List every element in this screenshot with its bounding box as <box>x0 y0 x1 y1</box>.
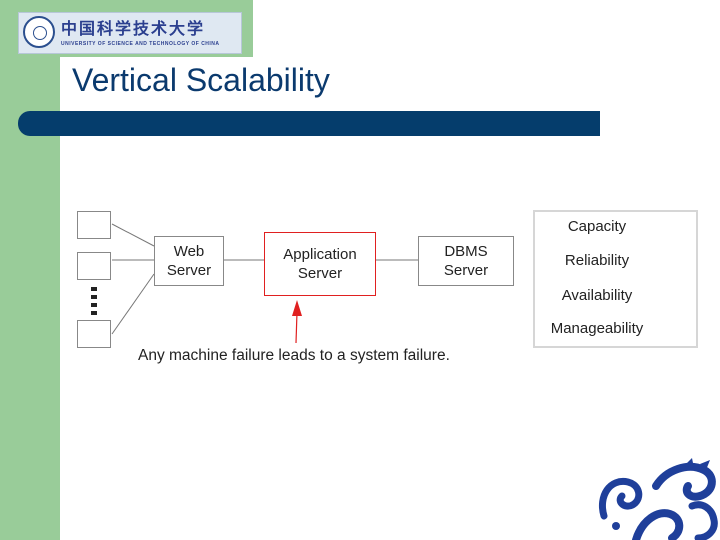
dragon-emblem-icon <box>599 458 718 540</box>
client-machine-3 <box>77 320 111 348</box>
left-sidebar-band <box>0 0 60 540</box>
client-machine-1 <box>77 211 111 239</box>
failure-caption: Any machine failure leads to a system fa… <box>138 347 450 364</box>
failure-arrow-shaft <box>295 311 298 344</box>
client1-connector <box>111 223 155 247</box>
logo-chinese-name: 中国科学技术大学 <box>61 19 206 38</box>
dbms-server-box: DBMS Server <box>418 236 514 286</box>
app-server-label-2: Server <box>297 265 343 282</box>
client3-connector <box>111 273 155 335</box>
web-server-label-2: Server <box>166 262 212 279</box>
quality-label-reliability: Reliability <box>564 252 630 269</box>
app-server-label-1: Application <box>283 246 357 263</box>
quality-label-capacity: Capacity <box>567 218 627 235</box>
dbms-server-label-2: Server <box>443 262 489 279</box>
quality-label-availability: Availability <box>561 287 633 304</box>
web-server-label-1: Web <box>173 243 205 260</box>
university-seal-icon <box>23 16 55 48</box>
qualities-panel <box>533 210 698 348</box>
university-logo: 中国科学技术大学 UNIVERSITY OF SCIENCE AND TECHN… <box>18 12 242 54</box>
title-underline-bar <box>18 111 600 136</box>
failure-arrowhead <box>292 300 302 316</box>
ellipsis-dots <box>91 287 97 315</box>
slide-title: Vertical Scalability <box>72 62 330 98</box>
logo-english-name: UNIVERSITY OF SCIENCE AND TECHNOLOGY OF … <box>61 41 220 47</box>
application-server-box: Application Server <box>264 232 376 296</box>
client-machine-2 <box>77 252 111 280</box>
web-server-box: Web Server <box>154 236 224 286</box>
quality-label-manageability: Manageability <box>550 320 644 337</box>
dbms-server-label-1: DBMS <box>444 243 488 260</box>
